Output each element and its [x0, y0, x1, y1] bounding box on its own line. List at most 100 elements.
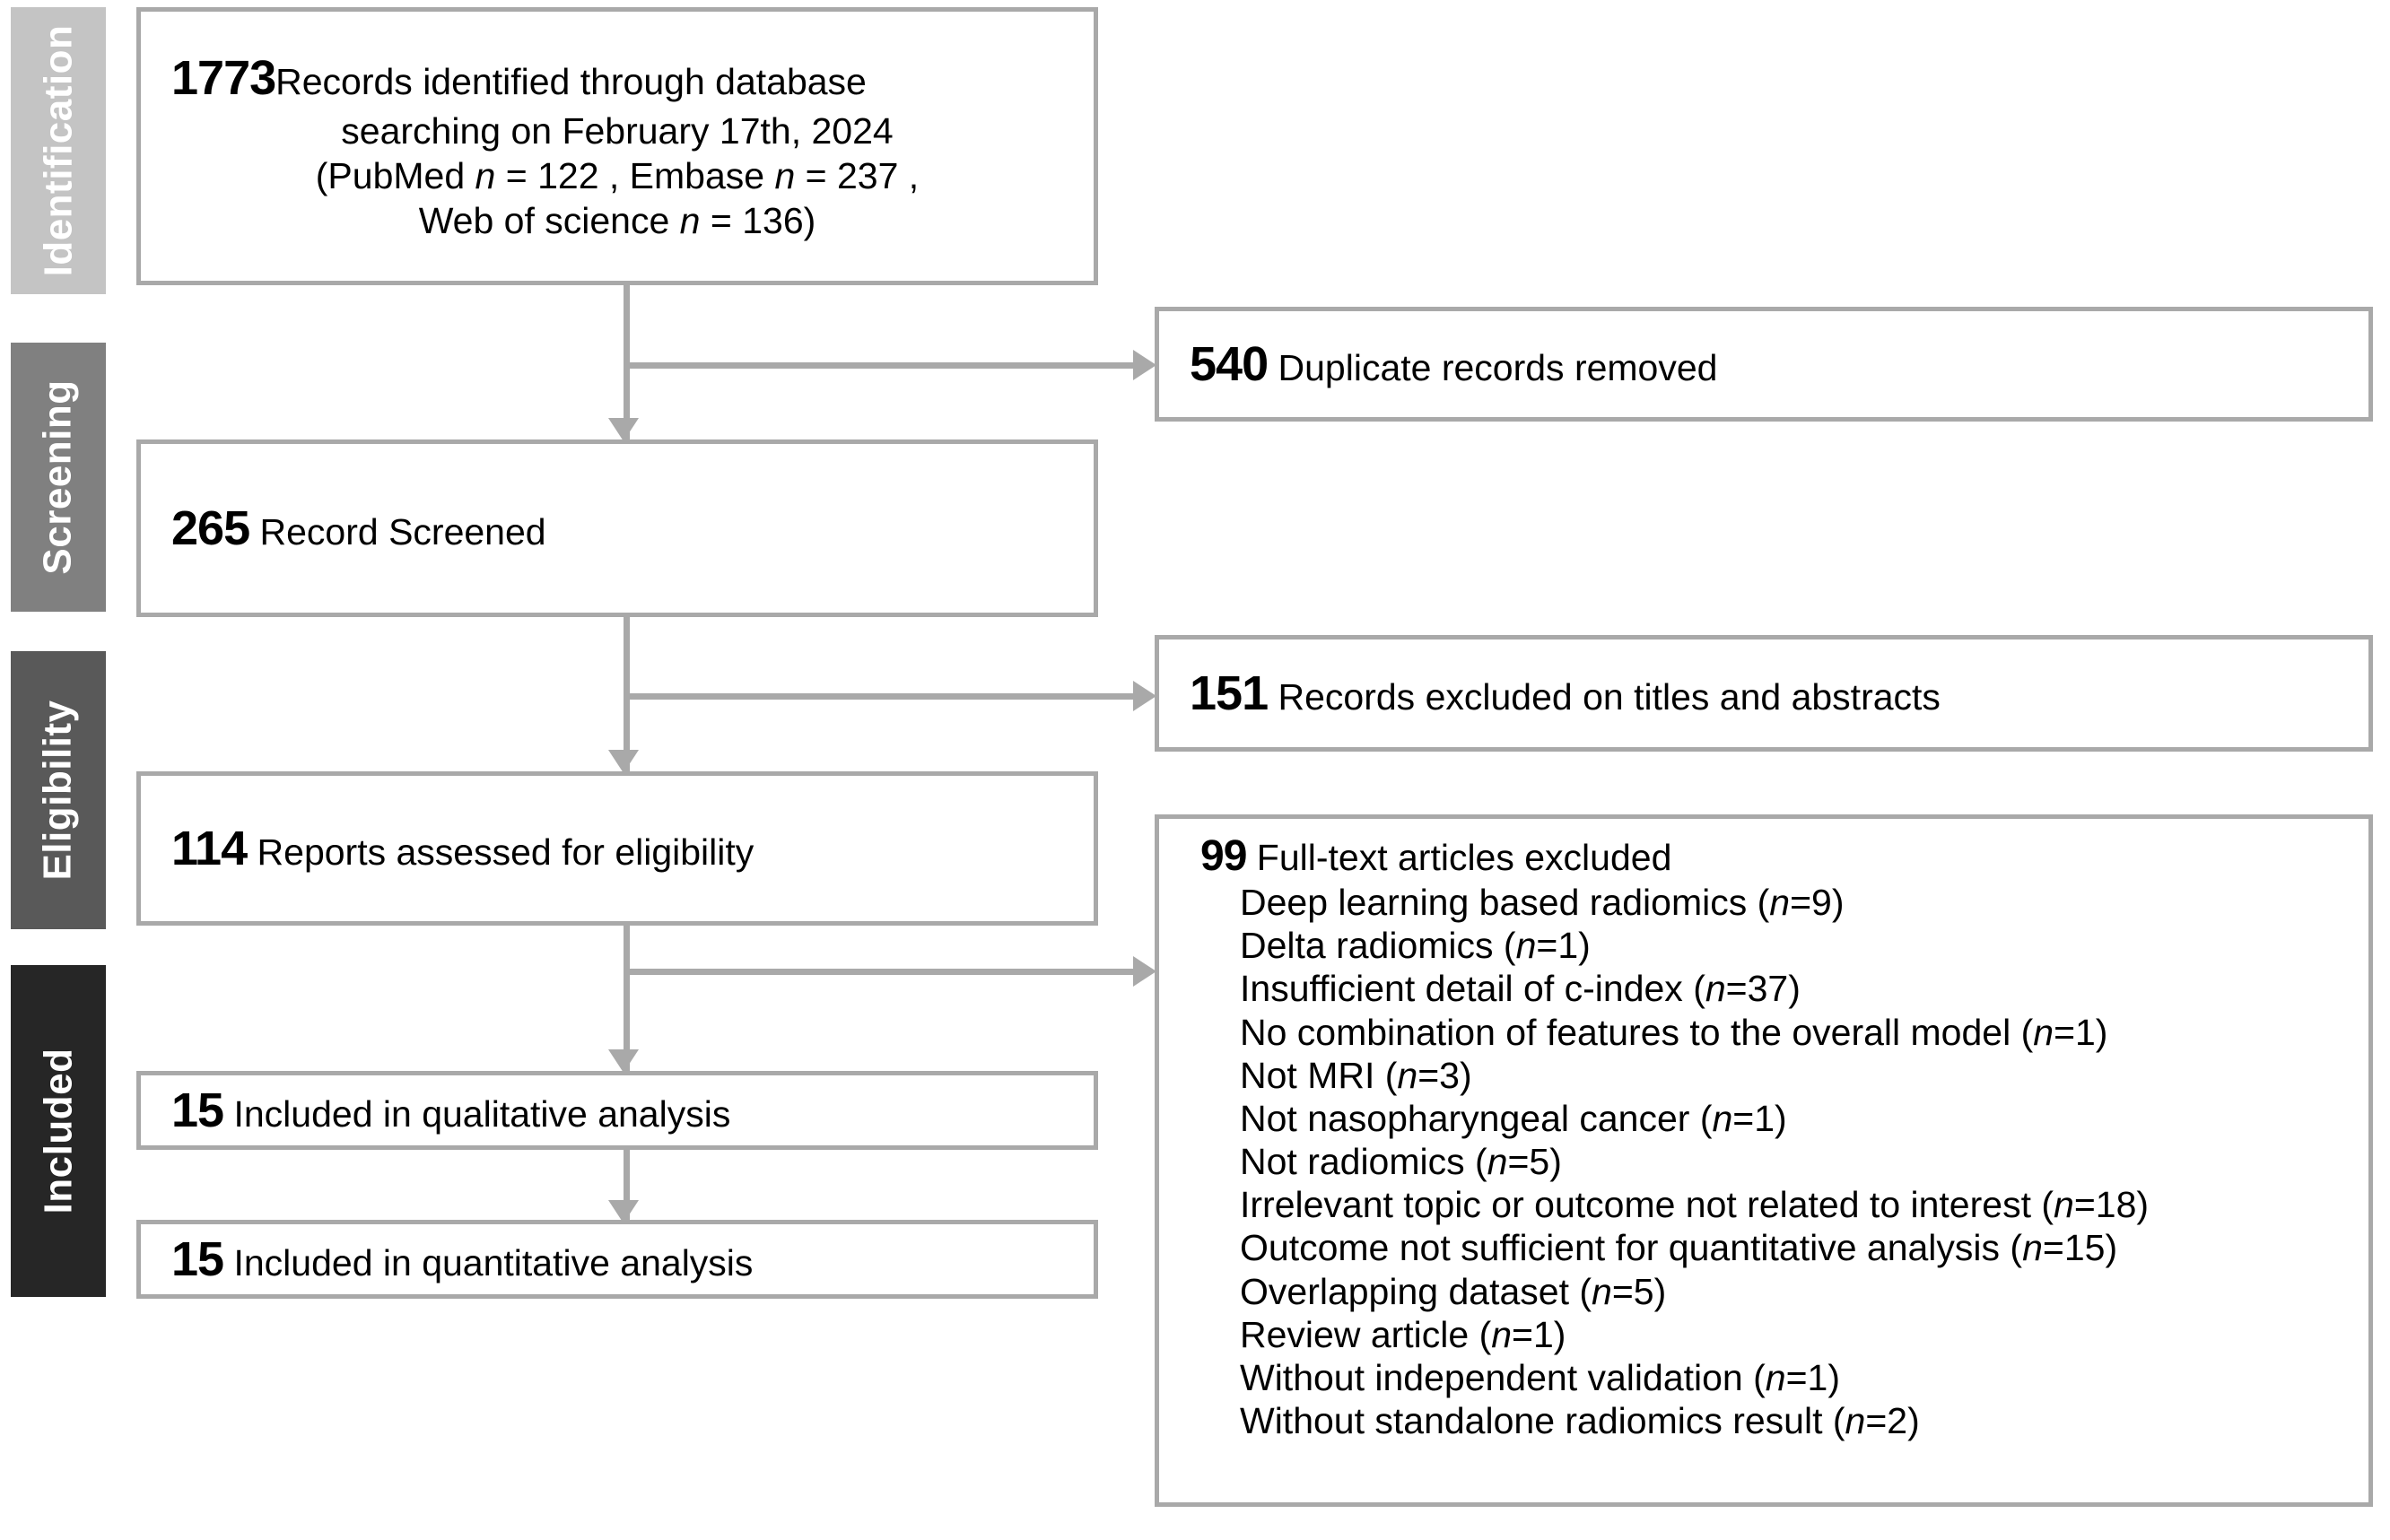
box-included-quantitative-count: 15 [171, 1232, 224, 1286]
reason-count: =1) [1732, 1097, 1787, 1139]
reason-n-symbol: n [1487, 1141, 1508, 1183]
connector-screened-to-excluded-titles [624, 693, 1142, 700]
box-records-excluded-titles: 151 Records excluded on titles and abstr… [1155, 635, 2373, 752]
box-included-qualitative: 15 Included in qualitative analysis [136, 1071, 1098, 1150]
reason-text: Overlapping dataset ( [1240, 1270, 1592, 1312]
box-records-excluded-titles-gap [1268, 676, 1278, 718]
reason-n-symbol: n [1705, 968, 1726, 1010]
stage-label-screening: Screening [11, 343, 106, 612]
exclusion-reason-item: Not radiomics (n=5) [1240, 1140, 2352, 1183]
reason-count: =37) [1725, 968, 1801, 1010]
reason-text: Outcome not sufficient for quantitative … [1240, 1227, 2023, 1269]
reason-n-symbol: n [1515, 925, 1537, 967]
reason-n-symbol: n [2022, 1227, 2043, 1269]
box-records-screened-count: 265 [171, 501, 250, 555]
box-fulltext-excluded-count: 99 [1200, 832, 1247, 880]
reason-count: =5) [1507, 1141, 1562, 1183]
reason-count: =18) [2073, 1184, 2150, 1226]
fulltext-exclusion-reason-list: Deep learning based radiomics (n=9) Delt… [1184, 881, 2352, 1442]
exclusion-reason-item: No combination of features to the overal… [1240, 1011, 2352, 1054]
reason-count: =1) [1785, 1356, 1840, 1398]
box-fulltext-excluded-text: Full-text articles excluded [1256, 837, 1672, 878]
db-line4-n: n [679, 199, 701, 241]
stage-label-screening-text: Screening [36, 379, 80, 575]
arrow-assessed-to-fulltext-excluded [1133, 956, 1156, 987]
db-line3-prefix: (PubMed [315, 154, 475, 196]
reason-count: =1) [1536, 925, 1591, 967]
box-records-identified-line4: Web of science n = 136) [166, 198, 1069, 243]
reason-n-symbol: n [1769, 882, 1791, 923]
reason-text: Without standalone radiomics result ( [1240, 1400, 1845, 1442]
reason-count: =9) [1790, 882, 1845, 923]
reason-text: Not MRI ( [1240, 1054, 1398, 1096]
exclusion-reason-item: Deep learning based radiomics (n=9) [1240, 881, 2352, 924]
exclusion-reason-item: Overlapping dataset (n=5) [1240, 1270, 2352, 1313]
reason-count: =1) [2054, 1011, 2108, 1053]
stage-label-identification: Identification [11, 7, 106, 294]
stage-label-eligibility: Eligibility [11, 651, 106, 929]
exclusion-reason-item: Without independent validation (n=1) [1240, 1356, 2352, 1399]
box-records-screened-gap [249, 511, 259, 552]
reason-text: Without independent validation ( [1240, 1356, 1766, 1398]
exclusion-reason-item: Delta radiomics (n=1) [1240, 924, 2352, 967]
box-duplicates-removed-text: Duplicate records removed [1278, 347, 1718, 388]
arrow-qualitative-to-quantitative [608, 1200, 639, 1223]
box-duplicates-removed: 540 Duplicate records removed [1155, 307, 2373, 422]
box-included-quantitative-text: Included in quantitative analysis [233, 1242, 754, 1283]
box-reports-assessed-gap [247, 831, 257, 873]
reason-count: =15) [2042, 1227, 2118, 1269]
reason-n-symbol: n [2054, 1184, 2074, 1226]
reason-n-symbol: n [2033, 1011, 2054, 1053]
db-line3-suffix: = 237 , [795, 154, 920, 196]
stage-label-included-text: Included [36, 1048, 80, 1214]
box-records-identified-count: 1773 [171, 51, 276, 106]
stage-label-included: Included [11, 965, 106, 1297]
box-duplicates-removed-count: 540 [1190, 337, 1269, 391]
db-line4-prefix: Web of science [418, 199, 680, 241]
db-line3-mid: = 122 , Embase [495, 154, 775, 196]
exclusion-reason-item: Irrelevant topic or outcome not related … [1240, 1183, 2352, 1226]
reason-text: Irrelevant topic or outcome not related … [1240, 1184, 2054, 1226]
box-duplicates-removed-label [1268, 347, 1278, 388]
box-records-identified-line3: (PubMed n = 122 , Embase n = 237 , [166, 153, 1069, 198]
reason-text: Not nasopharyngeal cancer ( [1240, 1097, 1713, 1139]
reason-count: =1) [1512, 1313, 1566, 1355]
box-reports-assessed: 114 Reports assessed for eligibility [136, 771, 1098, 926]
db-line3-n1: n [475, 154, 496, 196]
box-reports-assessed-text: Reports assessed for eligibility [257, 831, 755, 873]
reason-text: Not radiomics ( [1240, 1141, 1487, 1183]
box-included-qualitative-gap [223, 1093, 233, 1135]
db-line4-suffix: = 136) [700, 199, 816, 241]
connector-assessed-to-qualitative [624, 926, 630, 1071]
reason-text: No combination of features to the overal… [1240, 1011, 2034, 1053]
arrow-screened-to-excluded-titles [1133, 681, 1156, 711]
reason-n-symbol: n [1765, 1356, 1786, 1398]
reason-n-symbol: n [1491, 1313, 1513, 1355]
arrow-identified-to-duplicates [1133, 350, 1156, 380]
box-records-screened-text: Record Screened [259, 511, 546, 552]
box-fulltext-excluded-gap [1246, 837, 1256, 878]
arrow-identified-to-screened [608, 418, 639, 441]
reason-count: =2) [1865, 1400, 1920, 1442]
stage-label-identification-text: Identification [36, 24, 80, 277]
reason-text: Deep learning based radiomics ( [1240, 882, 1770, 923]
exclusion-reason-item: Not MRI (n=3) [1240, 1054, 2352, 1097]
db-line3-n2: n [774, 154, 796, 196]
arrow-assessed-to-qualitative [608, 1049, 639, 1073]
box-included-quantitative-gap [223, 1242, 233, 1283]
box-fulltext-excluded-header: 99 Full-text articles excluded [1184, 831, 2352, 881]
reason-n-symbol: n [1592, 1270, 1612, 1312]
reason-n-symbol: n [1712, 1097, 1733, 1139]
box-records-identified: 1773Records identified through database … [136, 7, 1098, 285]
arrow-screened-to-assessed [608, 750, 639, 773]
reason-n-symbol: n [1845, 1400, 1866, 1442]
connector-qualitative-to-quantitative [624, 1150, 630, 1220]
box-records-identified-line1: Records identified through database [275, 61, 867, 103]
reason-text: Insufficient detail of c-index ( [1240, 968, 1705, 1010]
stage-label-eligibility-text: Eligibility [36, 700, 81, 881]
reason-count: =3) [1417, 1054, 1472, 1096]
box-records-excluded-titles-count: 151 [1190, 666, 1269, 720]
reason-text: Delta radiomics ( [1240, 925, 1516, 967]
exclusion-reason-item: Review article (n=1) [1240, 1313, 2352, 1356]
